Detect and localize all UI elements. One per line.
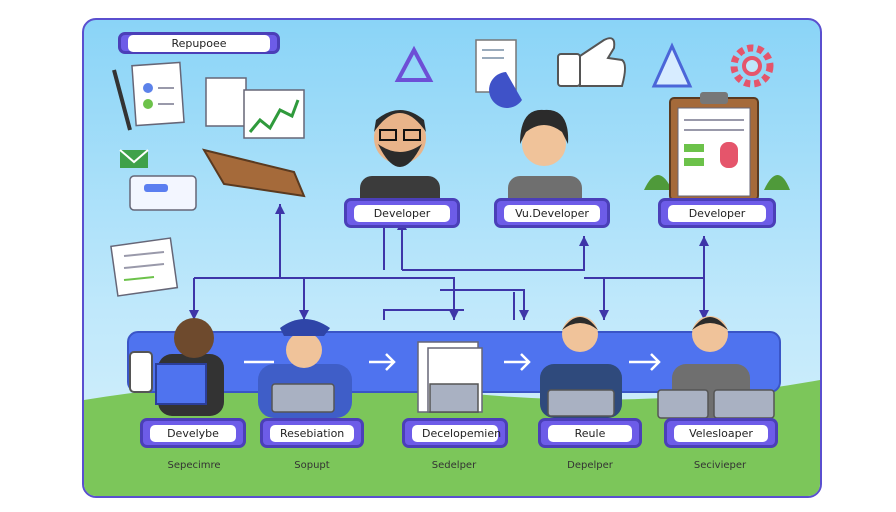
arrowhead-down-2	[299, 310, 309, 320]
card-machine-icon	[119, 148, 306, 211]
laptop-icon	[547, 389, 615, 417]
arrowhead-down-6	[699, 310, 709, 320]
envelope-icon	[120, 150, 148, 168]
arrowhead-down-5	[599, 310, 609, 320]
document-stack-icon	[417, 341, 483, 413]
title-label: Repupoee	[118, 32, 280, 54]
band-arrow-3	[504, 353, 531, 371]
role-label-reule: Reule	[538, 418, 642, 448]
role-label-resebiation: Resebiation	[260, 418, 364, 448]
diagram-frame: Repupoee Developer Vu.Developer Develope…	[82, 18, 822, 498]
arrowhead-up-4	[699, 236, 709, 246]
notes-icon	[110, 237, 179, 297]
triangle-icon	[394, 45, 434, 82]
caption-1: Sepecimre	[167, 460, 221, 471]
arrowhead-up-3	[579, 236, 589, 246]
role-label-developer-right: Developer	[658, 198, 776, 228]
band-arrows	[244, 353, 661, 371]
role-label-decelopemien: Decelopemien	[402, 418, 508, 448]
connector-mid	[402, 236, 585, 271]
diagram-canvas	[84, 37, 820, 496]
triangle-icon	[651, 42, 693, 88]
laptop-icon	[713, 389, 775, 419]
arrowhead-down-4	[519, 310, 529, 320]
developer-avatar	[508, 109, 582, 212]
papers-icon	[112, 61, 185, 131]
role-label-developer: Developer	[344, 198, 460, 228]
developer-avatar	[360, 110, 440, 212]
chart-paper-icon	[205, 77, 305, 139]
worker-avatar	[129, 318, 224, 416]
laptop-icon	[271, 383, 335, 413]
caption-2: Sopupt	[294, 460, 330, 471]
clipboard-icon	[644, 92, 790, 201]
document-chart-icon	[475, 39, 522, 108]
arrowhead-down-1	[189, 310, 199, 320]
thumbs-up-icon	[557, 37, 626, 87]
officer-avatar	[258, 319, 352, 418]
laptop-icon	[657, 389, 709, 419]
band-arrow-4	[629, 353, 661, 371]
laptop-icon	[429, 383, 479, 413]
worker-avatar	[540, 316, 622, 418]
arrowhead-down-3	[449, 310, 459, 320]
gear-icon	[730, 44, 774, 88]
caption-3: Sedelper	[431, 460, 477, 471]
role-label-develybe: Develybe	[140, 418, 246, 448]
role-label-velesloaper: Velesloaper	[664, 418, 778, 448]
caption-4: Depelper	[567, 460, 613, 471]
worker-avatar	[657, 316, 775, 419]
arrowhead-up-1	[275, 204, 285, 214]
caption-5: Secivieper	[693, 460, 747, 471]
connector-left-trunk	[279, 204, 455, 320]
band-arrow-2	[369, 353, 396, 371]
role-label-vu-developer: Vu.Developer	[494, 198, 610, 228]
